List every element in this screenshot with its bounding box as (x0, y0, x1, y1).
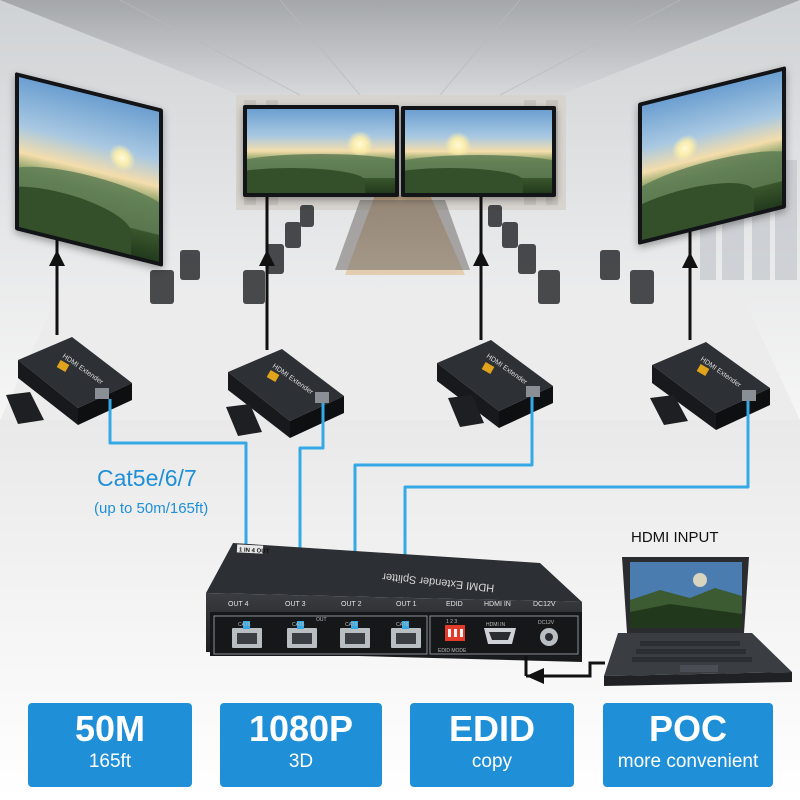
spec-resolution: 1080P 3D (220, 703, 382, 787)
spec-distance-title: 50M (74, 708, 146, 749)
out-label: OUT (316, 617, 327, 623)
receiver-1: HDMI Extender (6, 337, 132, 425)
landscape-image (247, 109, 395, 193)
port-label-out3: OUT 3 (285, 601, 306, 608)
landscape-image (405, 110, 552, 193)
port-label-dc12v: DC12V (533, 601, 556, 608)
port-label-out4: OUT 4 (228, 601, 249, 608)
spec-edid: EDID copy (410, 703, 574, 787)
dc-jack-label: DC12V (538, 620, 555, 626)
hdmi-input-label: HDMI INPUT (631, 529, 719, 546)
cable-type-label: Cat5e/6/7 (97, 465, 197, 491)
dip-numbers: 1 2 3 (446, 619, 457, 625)
rj45-label-4: CAT6 (396, 622, 409, 628)
rj45-label-3: CAT6 (345, 622, 358, 628)
port-label-out1: OUT 1 (396, 601, 417, 608)
port-label-edid: EDID (446, 601, 463, 608)
spec-poc-subtitle: more convenient (617, 751, 759, 772)
hdmi-splitter: 1 IN 4 OUT HDMI Extender Splitter (206, 543, 582, 662)
spec-resolution-subtitle: 3D (288, 751, 314, 772)
spec-edid-title: EDID (448, 708, 535, 749)
hdmi-port-label: HDMI IN (486, 622, 506, 628)
spec-poc: POC more convenient (603, 703, 773, 787)
landscape-image (19, 76, 159, 262)
receiver-2: HDMI Extender (226, 349, 344, 438)
rj45-label-1: CAT6 (238, 622, 251, 628)
receiver-4: HDMI Extender (650, 342, 770, 430)
spec-edid-subtitle: copy (471, 751, 513, 772)
spec-poc-title: POC (648, 708, 727, 749)
cable-range-label: (up to 50m/165ft) (94, 500, 209, 517)
rj45-label-2: CAT6 (292, 622, 305, 628)
spec-resolution-title: 1080P (248, 708, 354, 749)
laptop (604, 557, 792, 686)
receiver-3: HDMI Extender (437, 340, 553, 428)
edid-mode-label: EDID MODE (438, 648, 467, 654)
splitter-badge: 1 IN 4 OUT (239, 547, 270, 555)
port-label-out2: OUT 2 (341, 601, 362, 608)
port-label-hdmi-in: HDMI IN (484, 601, 511, 608)
spec-distance: 50M 165ft (28, 703, 192, 787)
spec-distance-subtitle: 165ft (88, 751, 132, 772)
